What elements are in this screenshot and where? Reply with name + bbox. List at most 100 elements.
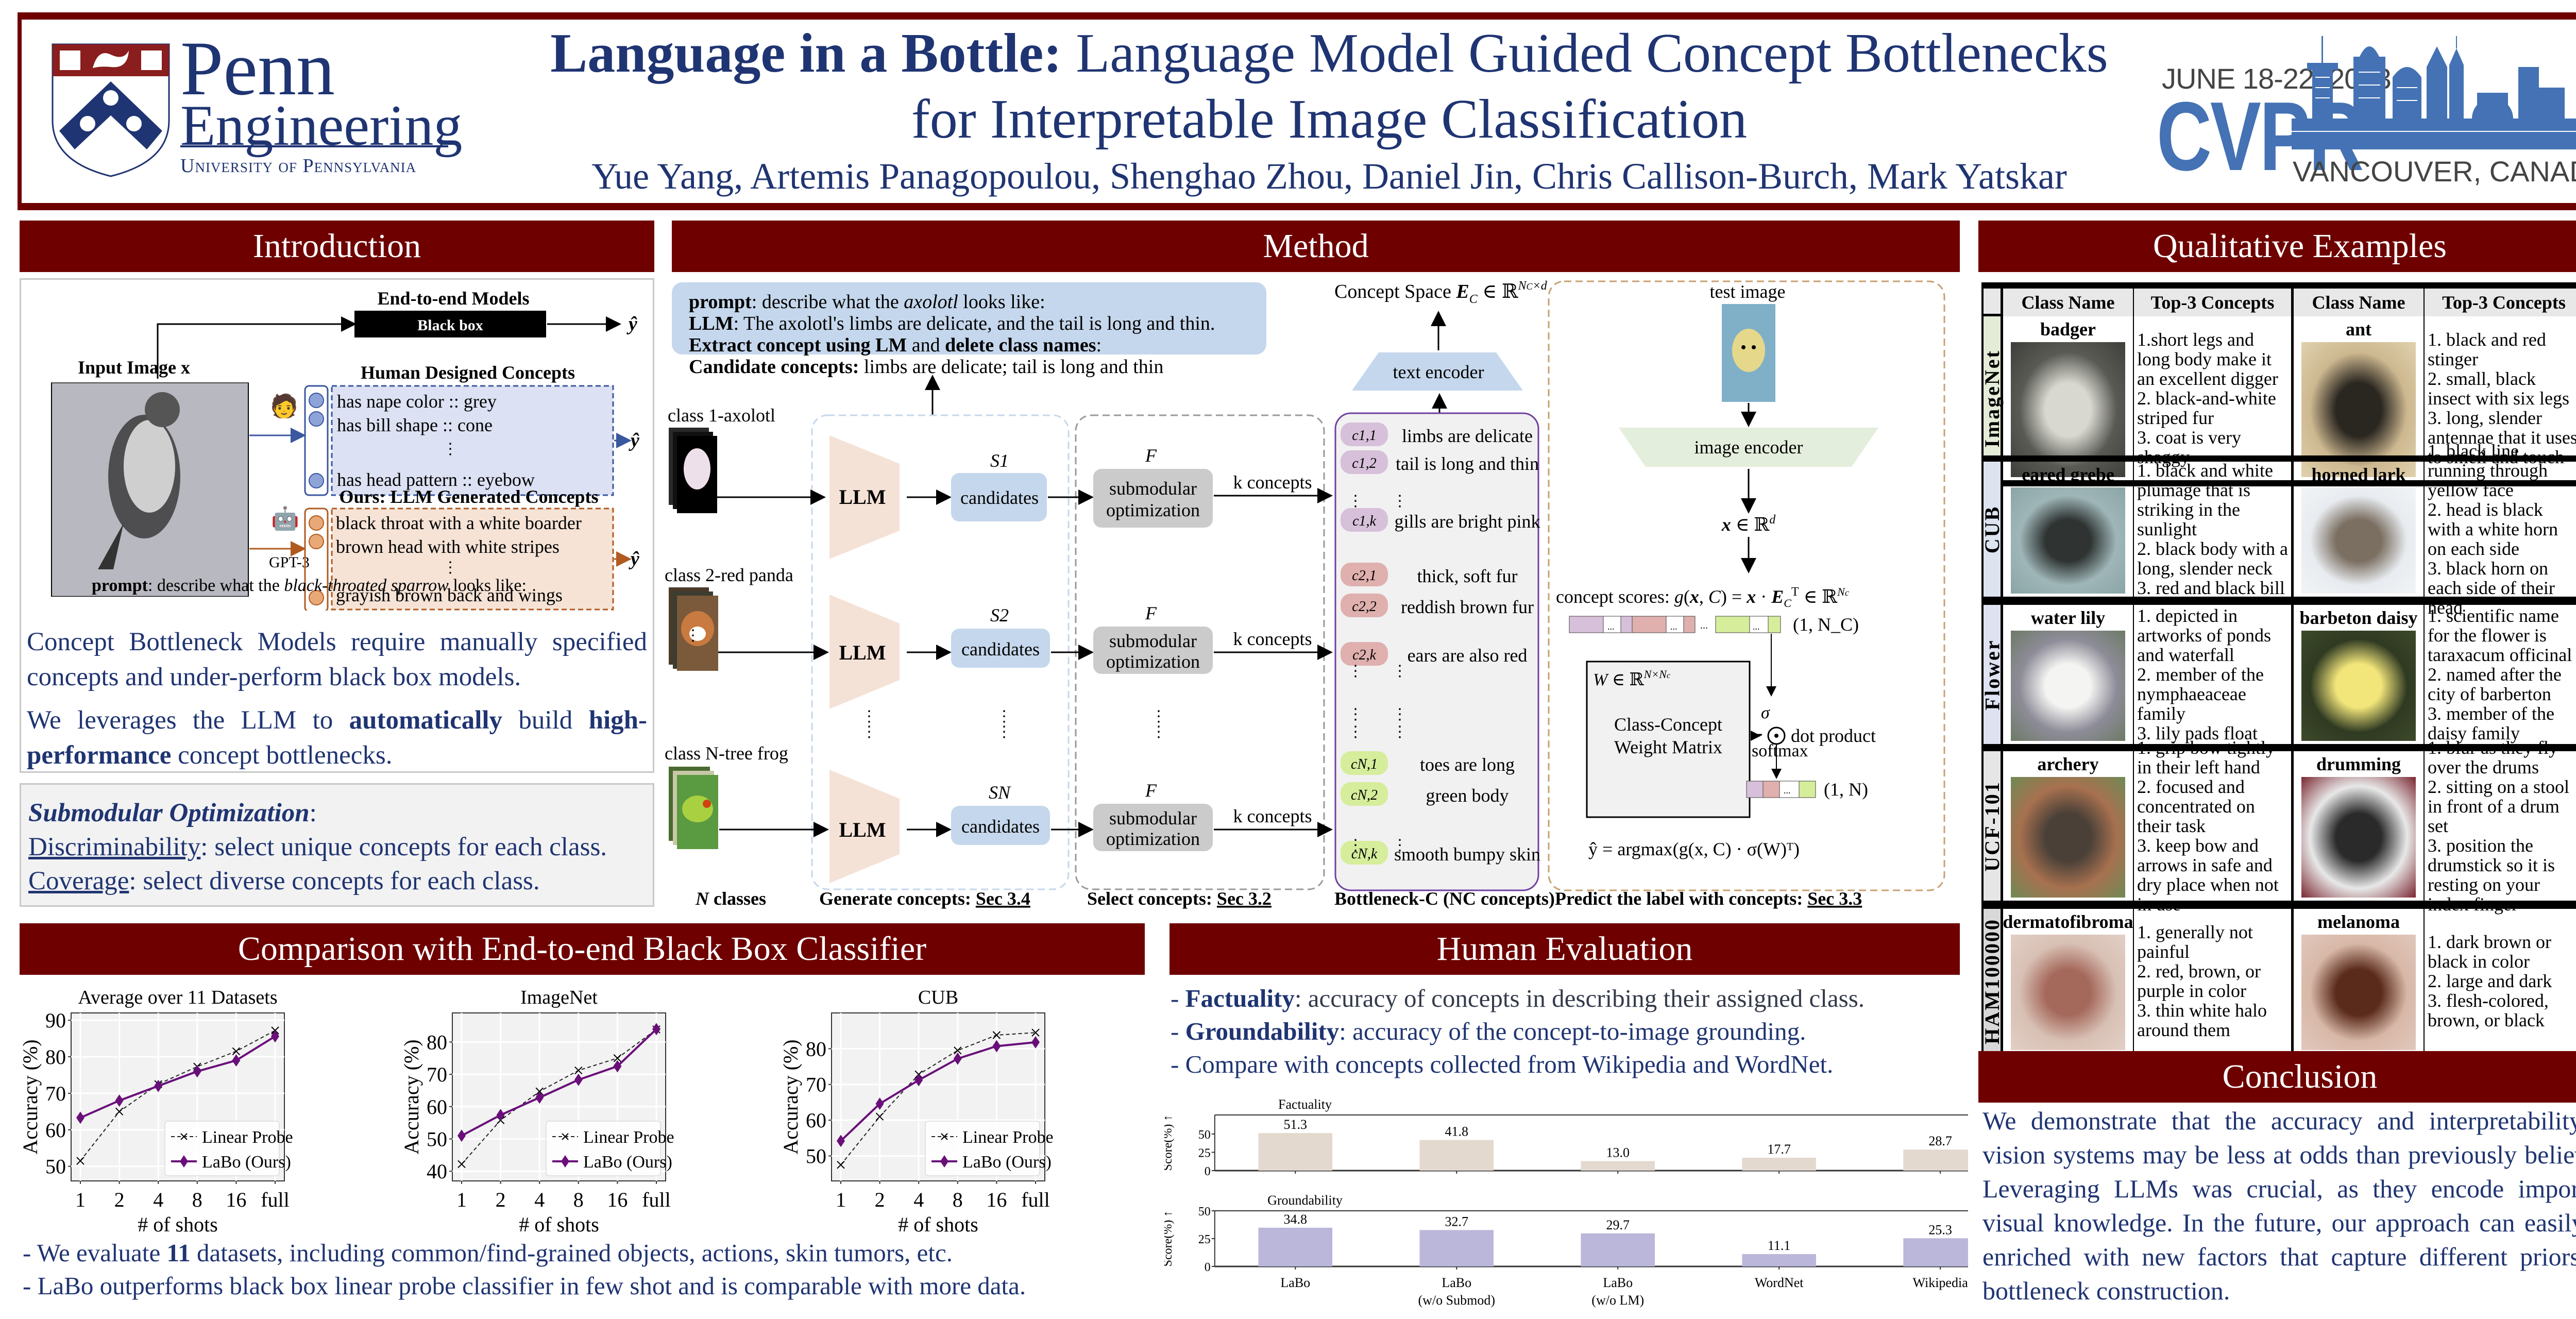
class-label: class N-tree frog — [665, 743, 788, 764]
concept-id: c2,k — [1352, 647, 1376, 663]
submod-label: optimization — [1106, 500, 1200, 520]
data-point-linear-probe — [232, 1047, 241, 1056]
concept-score-vector: ... ... ... ... — [1569, 616, 1781, 633]
dataset-label: UCF-101 — [1980, 751, 2004, 901]
svg-text:⋮: ⋮ — [1392, 706, 1408, 723]
test-image-label: test image — [1710, 281, 1786, 302]
title-bold: Language in a Bottle: — [550, 23, 1062, 84]
concept-id-badge — [1341, 782, 1388, 806]
example-image — [2301, 631, 2416, 741]
data-point-labo — [613, 1060, 622, 1073]
svg-text:⋮: ⋮ — [996, 723, 1012, 740]
concept-item: 3. position the drumstick so it is resti… — [2428, 835, 2555, 915]
y-tick-label: 50 — [1198, 1205, 1211, 1219]
robot-icon: 🤖 — [271, 505, 299, 531]
data-point-linear-probe — [457, 1160, 466, 1169]
data-label: 32.7 — [1445, 1214, 1468, 1229]
human-eval-notes: - Factuality: accuracy of concepts in de… — [1171, 982, 1964, 1081]
legend-label: LaBo (Ours) — [962, 1153, 1052, 1172]
llm-concept: brown head with white stripes — [336, 536, 560, 557]
x-axis-label: # of shots — [898, 1213, 978, 1236]
concept-item: 3. keep bow and arrows in safe and dry p… — [2137, 835, 2279, 915]
legend-label: LaBo (Ours) — [583, 1153, 672, 1172]
x-tick-label: full — [1021, 1188, 1050, 1211]
poster-title-line2: for Interpretable Image Classification — [911, 89, 1748, 150]
concept-item: 2. small, black insect with six legs — [2428, 368, 2569, 409]
human-eval-note: - Groundability: accuracy of the concept… — [1171, 1017, 1806, 1045]
x-tick-label: 4 — [913, 1188, 924, 1211]
llm-label: LLM — [839, 641, 886, 664]
comparison-note: - We evaluate 11 datasets, including com… — [23, 1239, 953, 1267]
dot-product-label: dot product — [1791, 725, 1876, 746]
class-cell: badger — [2003, 316, 2134, 480]
weight-matrix-label: Weight Matrix — [1614, 737, 1722, 757]
poster-title: Language in a Bottle: Language Model Gui… — [505, 23, 2154, 84]
data-point-labo — [837, 1135, 845, 1147]
concept-item: 1. generally not painful — [2137, 922, 2253, 962]
submodular-title: Submodular Optimization: — [28, 799, 317, 827]
legend-label: Linear Probe — [202, 1128, 293, 1147]
x-axis-label: # of shots — [138, 1213, 218, 1236]
y-tick-label: 70 — [806, 1073, 826, 1096]
class-cell: archery — [2003, 751, 2134, 901]
submod-label: optimization — [1106, 651, 1200, 672]
data-point-linear-probe — [574, 1066, 583, 1075]
concept-item: 3. black horn on each side of their head — [2428, 558, 2555, 618]
data-point-linear-probe — [875, 1112, 884, 1121]
penn-shield-logo — [52, 43, 170, 177]
legend-marker — [562, 1133, 569, 1140]
data-point-labo — [652, 1023, 660, 1036]
data-point-linear-probe — [115, 1107, 124, 1116]
k-concepts-label: k concepts — [1233, 806, 1312, 826]
bar — [1581, 1233, 1655, 1266]
bar — [1903, 1149, 1968, 1171]
class-name: melanoma — [2317, 911, 2400, 932]
x-tick-label: WordNet — [1755, 1275, 1804, 1290]
penn-logo-rule — [180, 145, 448, 147]
example-image — [2011, 342, 2125, 477]
concept-text: limbs are delicate — [1402, 426, 1533, 446]
data-point-linear-probe — [837, 1161, 845, 1169]
n-classes-caption: N classes — [695, 888, 766, 909]
concept-item: 1. black line running through yellow fac… — [2428, 441, 2548, 500]
black-box-label: Black box — [417, 317, 483, 334]
series-line-labo — [80, 1035, 276, 1119]
chart-title: Groundability — [1267, 1193, 1343, 1208]
concepts-cell: 1. black line running through yellow fac… — [2425, 441, 2576, 617]
x-tick-label: 16 — [226, 1188, 246, 1211]
text-encoder-label: text encoder — [1393, 362, 1484, 382]
llm-label: LLM — [839, 485, 886, 509]
svg-text:⋮: ⋮ — [861, 723, 877, 740]
concept-text: thick, soft fur — [1417, 566, 1518, 586]
pipeline-row-n: LLM SN candidates F submodular optimizat… — [719, 770, 1333, 883]
bar — [1742, 1254, 1816, 1266]
data-point-labo — [953, 1052, 962, 1065]
dataset-label: Flower — [1980, 605, 2004, 744]
x-tick-label: 16 — [607, 1188, 628, 1211]
output-vector: ... — [1746, 781, 1816, 798]
y-tick-label: 60 — [806, 1109, 826, 1132]
concept-id: c1,2 — [1352, 455, 1376, 471]
concept-id-badge — [1341, 450, 1388, 474]
concepts-cell: 1. black and white plumage that is strik… — [2134, 461, 2294, 598]
argmax-formula: ŷ = argmax(g(x, C) · σ(W)ᵀ) — [1588, 839, 1800, 859]
y-tick-label: 40 — [427, 1160, 447, 1183]
concept-scores-label: concept scores: g(x, C) = x · ECT ∈ ℝNc — [1556, 585, 1849, 610]
candidates-label: candidates — [961, 816, 1040, 837]
human-concept: has nape color :: grey — [337, 391, 497, 412]
class-cell: drumming — [2294, 751, 2425, 901]
example-image — [2011, 777, 2125, 898]
axolotl-image — [669, 428, 717, 513]
input-image-label: Input Image x — [78, 357, 190, 378]
class-name: drumming — [2316, 754, 2401, 774]
pipeline-ellipsis: ⋮⋮ ⋮⋮ ⋮⋮ — [861, 708, 1166, 740]
x-tick-label: 1 — [836, 1188, 846, 1211]
concept-id-badge — [1341, 563, 1388, 586]
